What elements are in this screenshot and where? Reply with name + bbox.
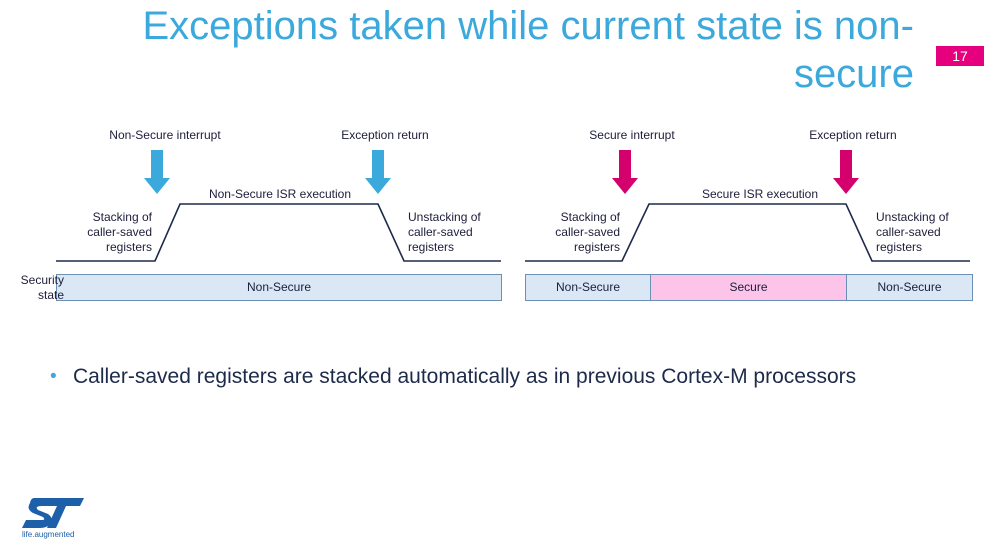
- security-state-line-2: state: [37, 288, 64, 302]
- left-signal-line: [56, 203, 501, 262]
- right-unstacking-line-3: registers: [876, 240, 923, 254]
- right-stacking-line-3: registers: [573, 240, 620, 254]
- left-unstacking-line-3: registers: [408, 240, 455, 254]
- right-execution-label: Secure ISR execution: [701, 187, 819, 201]
- right-state-non-secure-1: Non-Secure: [525, 274, 651, 301]
- left-return-label: Exception return: [341, 128, 429, 142]
- security-state-line-1: Security: [20, 273, 64, 287]
- right-stacking-label: Stacking of caller-saved registers: [528, 210, 620, 255]
- st-logo-icon: [22, 498, 84, 528]
- right-unstacking-line-1: Unstacking of: [876, 210, 949, 224]
- left-stacking-label: Stacking of caller-saved registers: [60, 210, 152, 255]
- right-stacking-line-2: caller-saved: [555, 225, 620, 239]
- bullet-dot: •: [50, 366, 57, 387]
- left-interrupt-arrow: [144, 150, 170, 194]
- left-execution-label: Non-Secure ISR execution: [208, 187, 352, 201]
- left-return-arrow: [365, 150, 391, 194]
- right-return-label: Exception return: [809, 128, 897, 142]
- st-logo: life.augmented: [20, 494, 90, 544]
- page-number: 17: [936, 46, 984, 66]
- right-state-secure: Secure: [650, 274, 847, 301]
- right-unstacking-label: Unstacking of caller-saved registers: [876, 210, 968, 255]
- left-unstacking-line-1: Unstacking of: [408, 210, 481, 224]
- right-interrupt-arrow: [612, 150, 638, 194]
- left-unstacking-line-2: caller-saved: [408, 225, 473, 239]
- right-signal-line: [525, 203, 970, 262]
- logo-tagline: life.augmented: [22, 530, 75, 539]
- slide-title: Exceptions taken while current state is …: [142, 4, 914, 96]
- right-unstacking-line-2: caller-saved: [876, 225, 941, 239]
- right-interrupt-label: Secure interrupt: [589, 128, 675, 142]
- left-stacking-line-2: caller-saved: [87, 225, 152, 239]
- right-stacking-line-1: Stacking of: [560, 210, 620, 224]
- left-interrupt-label: Non-Secure interrupt: [109, 128, 221, 142]
- left-state-non-secure: Non-Secure: [56, 274, 502, 301]
- security-state-label: Security state: [0, 273, 64, 303]
- right-return-arrow: [833, 150, 859, 194]
- right-state-non-secure-2: Non-Secure: [846, 274, 973, 301]
- bullet-text: Caller-saved registers are stacked autom…: [73, 365, 857, 388]
- left-stacking-line-3: registers: [105, 240, 152, 254]
- left-unstacking-label: Unstacking of caller-saved registers: [408, 210, 500, 255]
- left-stacking-line-1: Stacking of: [92, 210, 152, 224]
